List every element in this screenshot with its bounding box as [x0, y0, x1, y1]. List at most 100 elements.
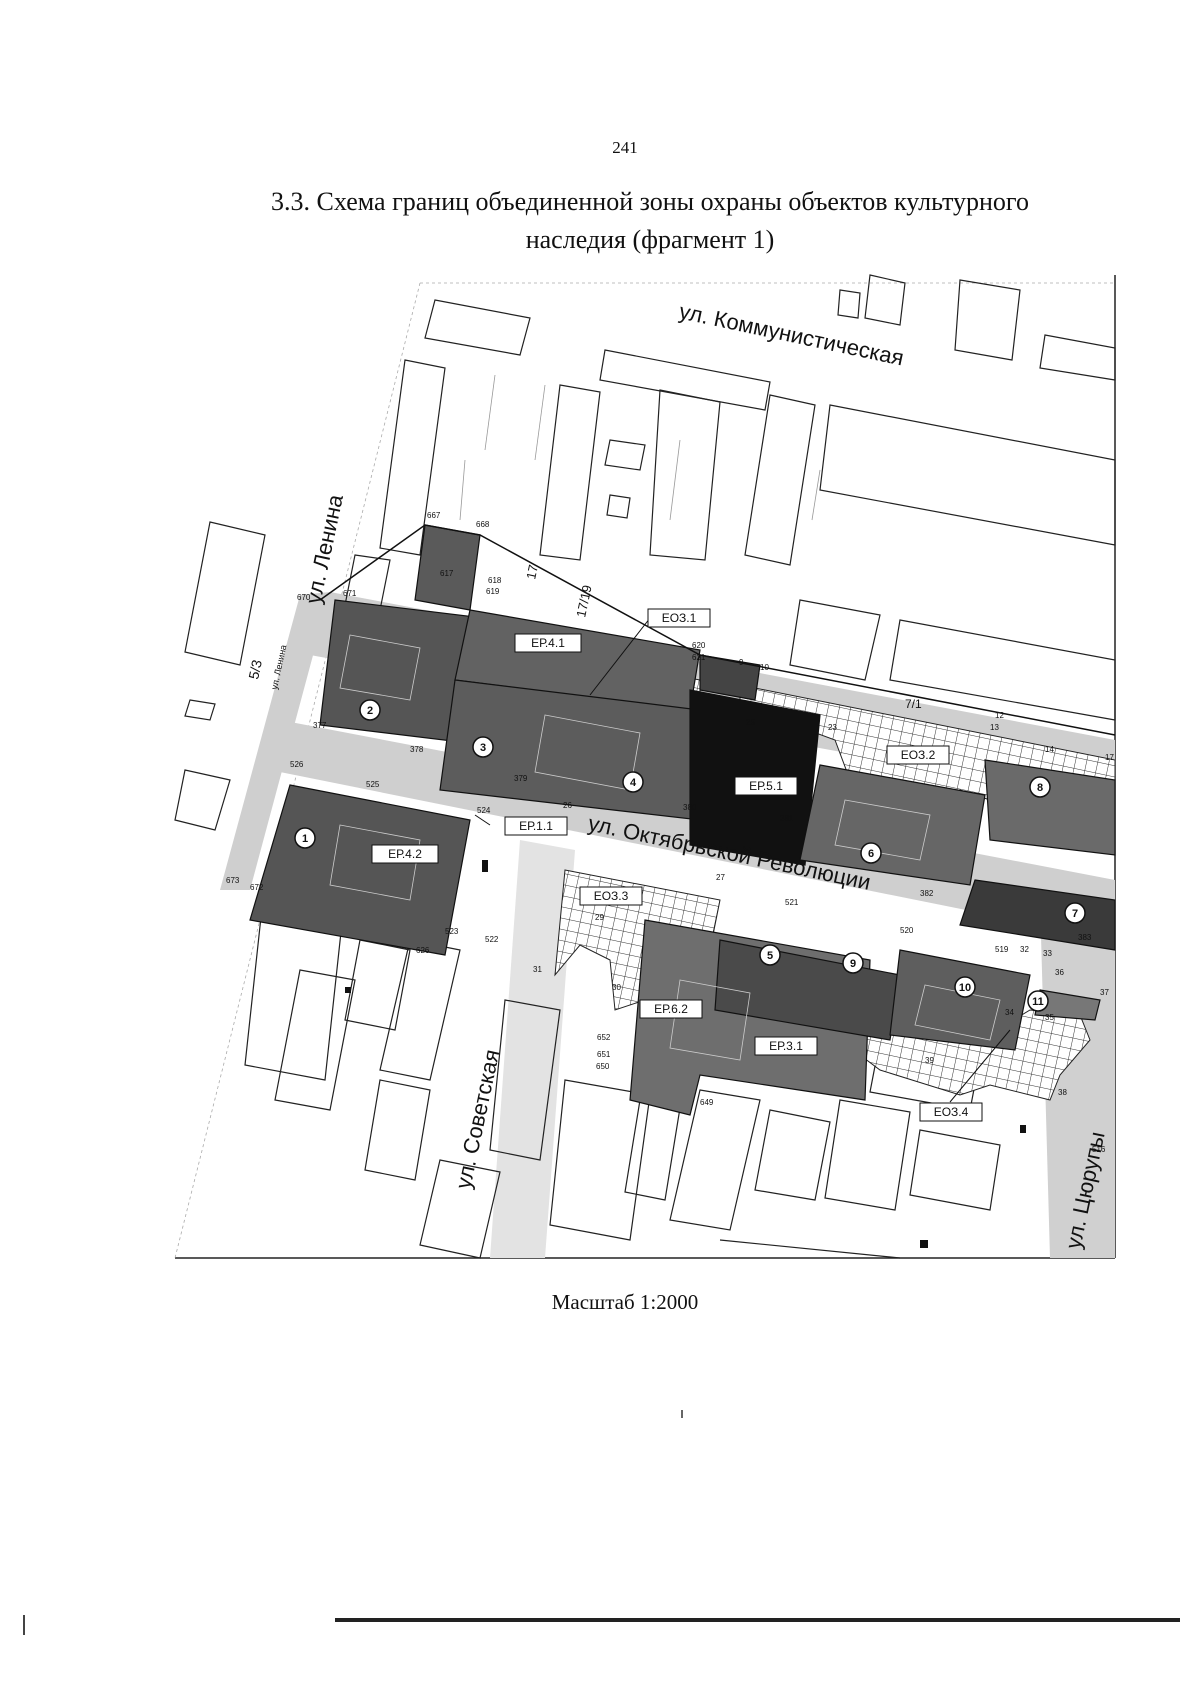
heritage-object-number: 1: [302, 833, 308, 845]
house-number-17-19: 17/19: [573, 584, 594, 619]
boundary-point: 379: [514, 774, 528, 783]
page-title: 3.3. Схема границ объединенной зоны охра…: [200, 183, 1100, 259]
boundary-point: 377: [313, 721, 327, 730]
boundary-point: 519: [995, 945, 1009, 954]
svg-text:ЕР.4.2: ЕР.4.2: [388, 847, 422, 861]
svg-text:ЕОЗ.4: ЕОЗ.4: [934, 1105, 969, 1119]
svg-text:ЕОЗ.1: ЕОЗ.1: [662, 611, 697, 625]
zone-labels: ЕОЗ.1 ЕР.4.1 ЕОЗ.2 ЕР.5.1 ЕР.1.1 ЕР.4.2 …: [371, 608, 1011, 1122]
boundary-point: 17: [1105, 753, 1114, 762]
page-number: 241: [612, 138, 638, 157]
bottom-rule: [335, 1618, 1180, 1622]
boundary-point: 383: [1078, 933, 1092, 942]
scale-caption: Масштаб 1:2000: [551, 1290, 699, 1314]
zone-label-ep-5-1: ЕР.5.1: [734, 776, 798, 796]
heritage-object-10: 10: [954, 976, 976, 998]
boundary-point: 520: [900, 926, 914, 935]
heritage-object-number: 11: [1032, 996, 1044, 1008]
zone-label-eoz-3-3: ЕОЗ.3: [579, 886, 643, 906]
boundary-point: 649: [700, 1098, 714, 1107]
title-line-1: 3.3. Схема границ объединенной зоны охра…: [271, 187, 1029, 216]
street-sovetskaya: ул. Советская: [450, 1047, 504, 1191]
heritage-object-6: 6: [860, 842, 882, 864]
boundary-point: 672: [250, 883, 264, 892]
svg-text:ЕР.4.1: ЕР.4.1: [531, 636, 565, 650]
boundary-point: 619: [486, 587, 500, 596]
boundary-point: 617: [440, 569, 454, 578]
boundary-point: 526: [290, 760, 304, 769]
heritage-object-1: 1: [294, 827, 316, 849]
boundary-point: 667: [427, 511, 441, 520]
boundary-point-labels: 667 668 618 619 617 620 621 670 671 377 …: [226, 511, 1114, 1154]
boundary-point: 626: [416, 946, 430, 955]
boundary-point: 26: [563, 801, 572, 810]
boundary-point: 12: [995, 711, 1004, 720]
boundary-point: 516: [1092, 1145, 1106, 1154]
boundary-point: 25: [746, 718, 755, 727]
zone-label-ep-6-2: ЕР.6.2: [639, 999, 703, 1019]
boundary-point: 35: [1045, 1013, 1054, 1022]
zone-label-eoz-3-1: ЕОЗ.1: [589, 608, 711, 696]
boundary-point: 39: [925, 1056, 934, 1065]
heritage-object-3: 3: [472, 736, 494, 758]
boundary-point: 23: [828, 723, 837, 732]
heritage-object-number: 9: [850, 958, 856, 970]
boundary-point: 650: [596, 1062, 610, 1071]
boundary-point: 382: [920, 889, 934, 898]
house-number-17: 17: [523, 563, 541, 580]
svg-text:ЕР.1.1: ЕР.1.1: [519, 819, 553, 833]
parking-marks: [459, 374, 821, 521]
boundary-point: 378: [410, 745, 424, 754]
heritage-object-number: 10: [959, 982, 971, 994]
zone-label-eoz-3-2: ЕОЗ.2: [886, 745, 950, 765]
street-lenina: ул. Ленина: [300, 491, 348, 606]
heritage-object-2: 2: [359, 699, 381, 721]
boundary-point: 33: [1043, 949, 1052, 958]
heritage-object-8: 8: [1029, 776, 1051, 798]
house-number-7-1: 7/1: [905, 697, 922, 711]
boundary-point: 30: [612, 983, 621, 992]
house-number-5-3: 5/3: [245, 658, 265, 681]
zone-label-ep-4-2: ЕР.4.2: [371, 844, 439, 864]
boundary-point: 380: [683, 803, 697, 812]
zone-label-ep-1-1: ЕР.1.1: [474, 814, 568, 836]
boundary-point: 27: [716, 873, 725, 882]
heritage-object-11: 11: [1027, 990, 1049, 1012]
boundary-point: 670: [297, 593, 311, 602]
zone-label-ep-4-1: ЕР.4.1: [514, 633, 582, 653]
boundary-point: 652: [597, 1033, 611, 1042]
boundary-point: 14: [1045, 745, 1054, 754]
boundary-point: 37: [1100, 988, 1109, 997]
boundary-point: 13: [990, 723, 999, 732]
boundary-point: 651: [597, 1050, 611, 1059]
boundary-point: 38: [1058, 1088, 1067, 1097]
boundary-point: 381: [780, 814, 794, 823]
svg-text:ЕР.6.2: ЕР.6.2: [654, 1002, 688, 1016]
margin-mark: [23, 1615, 25, 1635]
boundary-point: 34: [1005, 1008, 1014, 1017]
boundary-point: 31: [533, 965, 542, 974]
zone-label-eoz-3-4: ЕОЗ.4: [919, 1029, 1011, 1122]
boundary-point: 620: [692, 641, 706, 650]
heritage-object-4: 4: [622, 771, 644, 793]
boundary-point: 668: [476, 520, 490, 529]
boundary-point: 32: [1020, 945, 1029, 954]
boundary-point: 671: [343, 589, 357, 598]
heritage-object-number: 6: [868, 848, 874, 860]
boundary-point: 521: [785, 898, 799, 907]
boundary-point: 29: [595, 913, 604, 922]
map-square-marks: [345, 860, 1026, 1248]
background-buildings-north: [344, 274, 1116, 721]
heritage-object-number: 8: [1037, 782, 1043, 794]
heritage-object-number: 7: [1072, 908, 1078, 920]
heritage-object-number: 3: [480, 742, 486, 754]
heritage-object-number: 2: [367, 705, 373, 717]
heritage-object-number: 5: [767, 950, 773, 962]
heritage-object-5: 5: [759, 944, 781, 966]
boundary-point: 524: [477, 806, 491, 815]
svg-text:ЕОЗ.3: ЕОЗ.3: [594, 889, 629, 903]
margin-dot: [681, 1410, 683, 1418]
boundary-point: 522: [485, 935, 499, 944]
